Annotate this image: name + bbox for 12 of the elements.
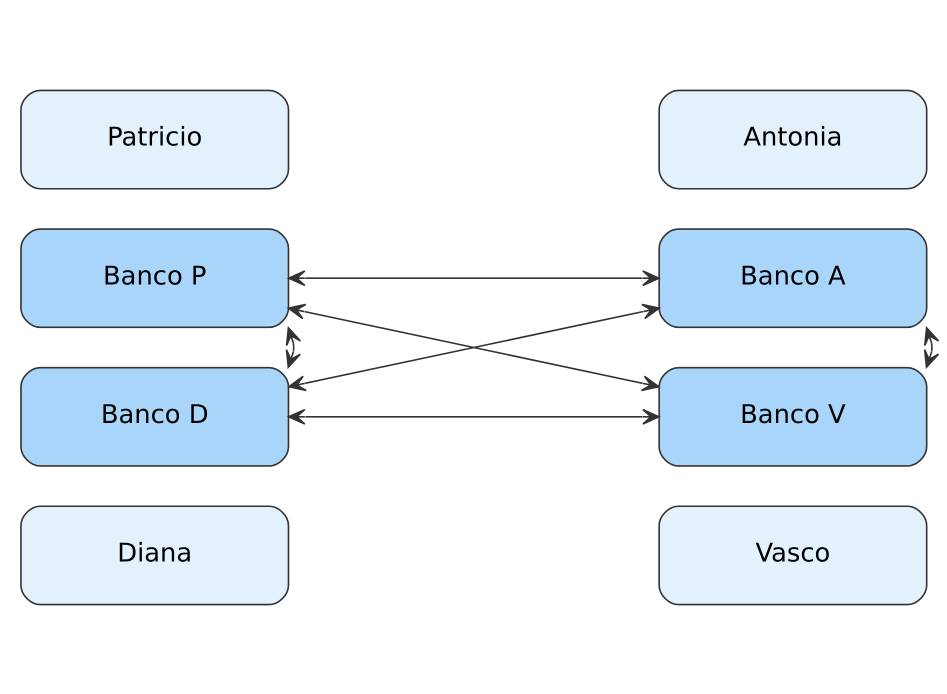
node-box: Patricio bbox=[20, 89, 290, 190]
node-box: Antonia bbox=[658, 89, 928, 190]
node-box: Banco V bbox=[658, 366, 928, 466]
arrow bbox=[924, 326, 939, 368]
node-box: Vasco bbox=[658, 504, 928, 605]
node-box: Banco A bbox=[658, 228, 928, 328]
arrow bbox=[288, 270, 660, 286]
node-box: Banco P bbox=[20, 228, 290, 328]
arrow bbox=[288, 408, 660, 424]
arrow bbox=[286, 326, 302, 368]
node-box: Banco D bbox=[20, 366, 290, 466]
node-box: Diana bbox=[20, 504, 290, 605]
